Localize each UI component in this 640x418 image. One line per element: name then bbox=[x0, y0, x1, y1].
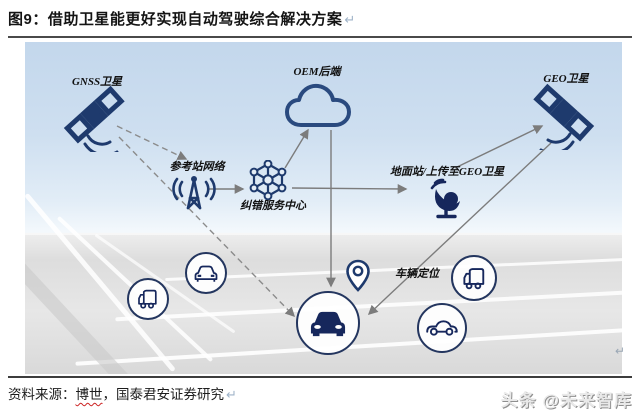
truck-node-left bbox=[127, 278, 169, 320]
label-vehicle-positioning: 车辆定位 bbox=[395, 268, 439, 280]
hexagon-network-icon bbox=[249, 160, 287, 200]
link-correction-to-oem bbox=[284, 128, 309, 169]
label-gnss-satellite: GNSS卫星 bbox=[71, 76, 123, 88]
figure-title: 图9：借助卫星能更好实现自动驾驶综合解决方案↵ bbox=[8, 8, 356, 29]
label-oem-backend: OEM后端 bbox=[293, 66, 341, 78]
car-front-solid-icon bbox=[310, 311, 346, 337]
source-rest: ，国泰君安证券研究 bbox=[102, 387, 225, 402]
link-gnss-to-refstation bbox=[116, 125, 188, 160]
link-groundstation-to-geo bbox=[454, 125, 544, 169]
truck-icon bbox=[138, 289, 157, 309]
car-side-node bbox=[417, 303, 467, 353]
link-geo-to-vehicle bbox=[367, 142, 552, 316]
source-line: 资料来源：博世，国泰君安证券研究↵ bbox=[8, 383, 237, 403]
truck-node-right bbox=[451, 255, 497, 301]
figure-title-text: 图9：借助卫星能更好实现自动驾驶综合解决方案 bbox=[8, 11, 343, 28]
antenna-icon bbox=[172, 176, 216, 210]
label-correction-center: 纠错服务中心 bbox=[240, 200, 306, 212]
link-correction-to-groundstation bbox=[291, 184, 408, 194]
cloud-icon bbox=[285, 83, 351, 127]
gnss-satellite-icon bbox=[63, 85, 125, 152]
footer-divider bbox=[8, 376, 632, 378]
geo-satellite-icon bbox=[533, 83, 595, 150]
main-vehicle-node bbox=[296, 291, 360, 355]
watermark-logo: 头条 @未来智库 bbox=[500, 391, 632, 410]
source-vendor: 博世 bbox=[75, 387, 103, 402]
title-divider bbox=[8, 36, 632, 38]
paragraph-return-mark: ↵ bbox=[344, 12, 356, 27]
label-ground-station: 地面站/上传至GEO卫星 bbox=[389, 166, 505, 178]
location-pin-icon bbox=[346, 259, 370, 292]
truck-icon bbox=[462, 267, 484, 289]
image-return-mark: ↵ bbox=[615, 344, 626, 358]
car-front-outline-icon bbox=[194, 265, 218, 282]
source-label: 资料来源： bbox=[8, 387, 76, 402]
satellite-dish-icon bbox=[430, 178, 460, 219]
label-reference-station: 参考站网络 bbox=[169, 161, 225, 173]
car-front-node bbox=[185, 252, 227, 294]
link-gnss-to-vehicle bbox=[118, 136, 296, 318]
paragraph-return-mark: ↵ bbox=[226, 387, 237, 402]
label-geo-satellite: GEO卫星 bbox=[543, 73, 589, 85]
horizon-line bbox=[25, 233, 622, 236]
car-side-icon bbox=[426, 320, 458, 336]
